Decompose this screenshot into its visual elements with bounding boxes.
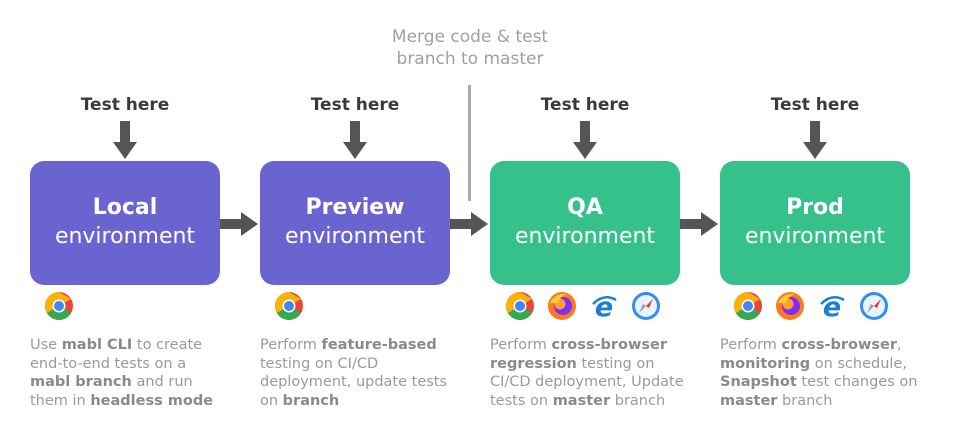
desc-segment-bold: mabl CLI (61, 337, 133, 353)
browser-icons-qa: e (505, 290, 661, 322)
test-here-label-qa: Test here (540, 95, 630, 115)
browser-icons-prod: e (733, 290, 889, 322)
down-arrow-icon (803, 121, 827, 159)
desc-segment: test changes on (796, 374, 918, 390)
edge-icon: e (820, 292, 845, 321)
stage-description-preview: Perform feature-based testing on CI/CD d… (260, 336, 458, 410)
down-arrow-icon (113, 121, 137, 159)
desc-segment: branch (777, 392, 833, 409)
desc-segment: , (897, 337, 902, 353)
stage-box-prod: Prod environment (720, 161, 910, 285)
desc-segment-bold: branch (282, 392, 340, 409)
stage-subtitle: environment (54, 224, 196, 249)
merge-note-line-1: Merge code & test (391, 27, 549, 47)
firefox-icon (776, 292, 804, 320)
desc-segment-bold: Snapshot (720, 374, 797, 390)
stage-subtitle: environment (284, 224, 426, 249)
merge-note-line-2: branch to master (396, 49, 544, 69)
test-here-label-preview: Test here (310, 95, 400, 115)
safari-icon (860, 292, 888, 320)
desc-segment-bold: master (720, 392, 778, 409)
desc-segment-bold: cross-browser (781, 337, 898, 353)
test-here-label-local: Test here (80, 95, 170, 115)
merge-divider-line (468, 85, 471, 201)
stage-subtitle: environment (514, 224, 656, 249)
browser-icons-preview (274, 290, 304, 322)
stage-box-qa: QA environment (490, 161, 680, 285)
desc-segment: Perform (260, 337, 322, 353)
stage-subtitle: environment (744, 224, 886, 249)
stage-description-local: Use mabl CLI to create end-to-end tests … (30, 336, 228, 410)
desc-segment-bold: headless mode (90, 392, 214, 409)
chrome-icon (734, 292, 762, 320)
chrome-icon (275, 292, 303, 320)
stage-title: QA (567, 195, 603, 220)
stage-box-preview: Preview environment (260, 161, 450, 285)
desc-segment-bold: mabl branch (30, 374, 132, 390)
desc-segment: branch (610, 392, 666, 409)
right-arrow-icon (220, 212, 258, 236)
right-arrow-icon (450, 212, 488, 236)
stage-title: Local (92, 195, 158, 220)
merge-note: Merge code & test branch to master (365, 26, 575, 70)
desc-segment: Perform (490, 337, 552, 353)
desc-segment: testing on CI/CD deployment, update test… (260, 355, 448, 409)
desc-segment: on schedule, (810, 355, 907, 372)
desc-segment-bold: cross-browser regression (490, 337, 668, 372)
edge-icon: e (592, 292, 617, 321)
desc-segment: and run them in (30, 374, 193, 409)
browser-icons-local (44, 290, 74, 322)
chrome-icon (506, 292, 534, 320)
firefox-icon (548, 292, 576, 320)
desc-segment: Perform (720, 337, 782, 353)
down-arrow-icon (573, 121, 597, 159)
safari-icon (632, 292, 660, 320)
desc-segment: to create end-to-end tests on a (30, 337, 203, 372)
down-arrow-icon (343, 121, 367, 159)
desc-segment-bold: master (552, 392, 611, 409)
stage-description-qa: Perform cross-browser regression testing… (490, 336, 688, 410)
test-here-label-prod: Test here (770, 95, 860, 115)
right-arrow-icon (680, 212, 718, 236)
desc-segment: Use (30, 337, 62, 353)
chrome-icon (45, 292, 73, 320)
desc-segment: testing on CI/CD deployment, Update test… (490, 355, 684, 409)
desc-segment-bold: monitoring (720, 355, 811, 372)
stage-title: Prod (786, 195, 844, 220)
stage-description-prod: Perform cross-browser, monitoring on sch… (720, 336, 918, 410)
stage-title: Preview (305, 195, 405, 220)
desc-segment-bold: feature-based (321, 337, 437, 353)
stage-box-local: Local environment (30, 161, 220, 285)
